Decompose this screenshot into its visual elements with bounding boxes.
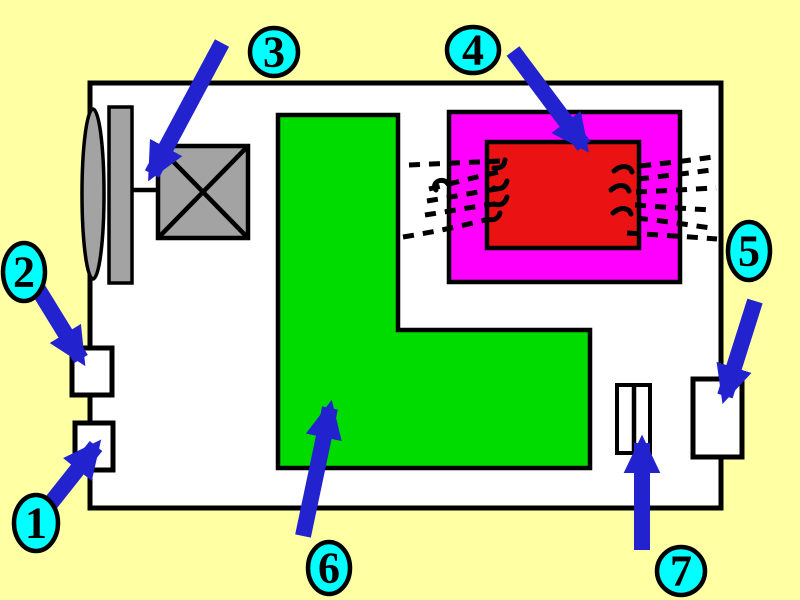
fan-diagonal-2 <box>156 144 250 240</box>
callout-arrows <box>31 39 763 550</box>
callout-7-circle <box>654 544 708 598</box>
vent-slot <box>615 383 652 455</box>
callout-5: 5 <box>725 219 773 283</box>
callout-7-number: 7 <box>670 547 692 596</box>
callout-2-number: 2 <box>13 248 35 297</box>
callout-4: 4 <box>444 24 502 76</box>
arrow-1-icon <box>43 439 103 509</box>
callout-7: 7 <box>654 544 708 598</box>
l-shaped-block <box>275 112 593 471</box>
red-block <box>484 139 642 251</box>
callout-1-number: 1 <box>25 499 47 548</box>
fan-crossed-box-icon <box>155 143 251 241</box>
arrow-6-icon <box>295 399 342 538</box>
arrow-5-icon <box>716 298 763 404</box>
arrow-4-icon <box>506 46 591 153</box>
callout-6-number: 6 <box>318 544 340 593</box>
heat-wave-dashes-right <box>608 154 718 242</box>
callout-6-circle <box>305 539 353 597</box>
arrow-2-icon <box>31 284 88 367</box>
callout-3-number: 3 <box>263 28 285 77</box>
callout-1: 1 <box>11 492 61 554</box>
callout-4-number: 4 <box>462 26 484 75</box>
filter-plate <box>107 105 134 285</box>
heat-wave-dashes-left <box>402 157 510 240</box>
callout-6: 6 <box>305 539 353 597</box>
callout-5-number: 5 <box>738 227 760 276</box>
lens-ellipse-icon <box>80 107 106 281</box>
callout-5-circle <box>725 219 773 283</box>
callout-4-circle <box>444 24 502 76</box>
callout-2-circle <box>0 240 48 304</box>
callout-1-circle <box>11 492 61 554</box>
arrow-3-icon <box>144 39 230 182</box>
callout-3-circle <box>247 25 301 79</box>
callout-3: 3 <box>247 25 301 79</box>
callout-2: 2 <box>0 240 48 304</box>
